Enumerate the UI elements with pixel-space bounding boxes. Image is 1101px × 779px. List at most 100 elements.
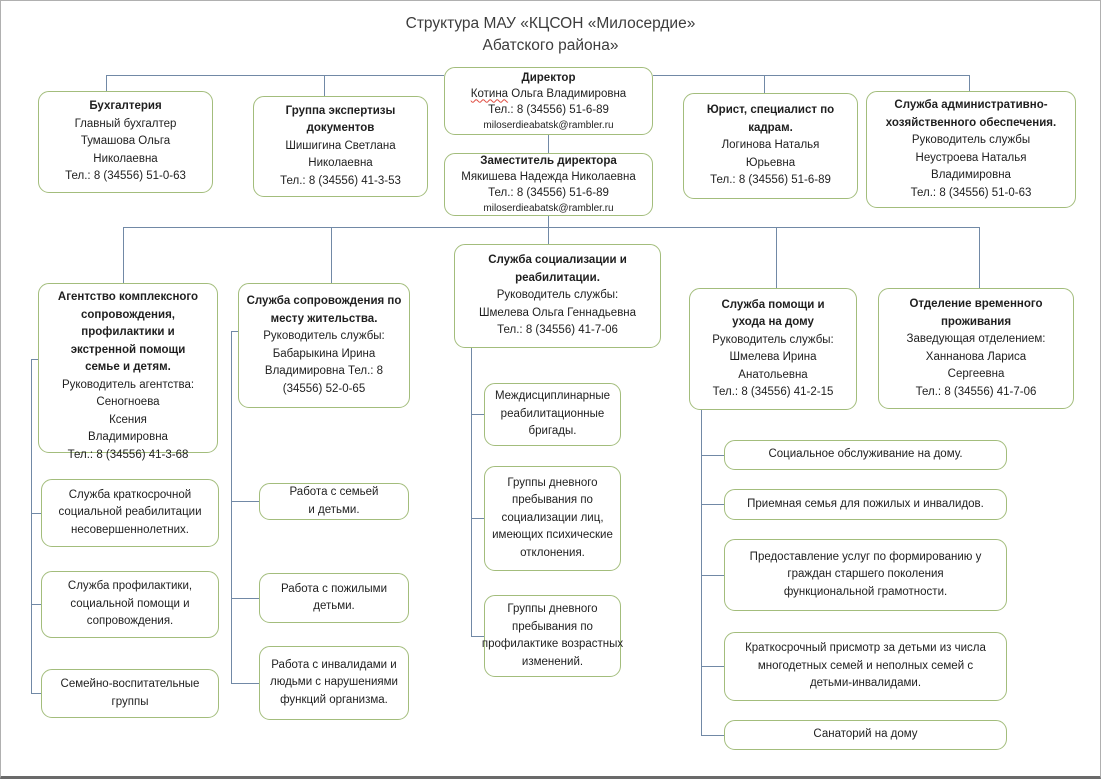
connector: [123, 227, 979, 228]
director-email: miloserdieabatsk@rambler.ru: [483, 119, 614, 131]
connector: [31, 693, 41, 694]
node-body: Предоставление услуг по формированию у г…: [749, 550, 982, 598]
connector: [31, 513, 41, 514]
connector: [331, 227, 332, 283]
node-functional-literacy: Предоставление услуг по формированию у г…: [724, 539, 1007, 611]
connector: [653, 75, 969, 76]
node-rehab-brigades: Междисциплинарные реабилитационные брига…: [484, 383, 621, 446]
connector: [548, 216, 549, 227]
node-body: Работа с пожилыми детьми.: [280, 582, 387, 613]
node-short-childcare: Краткосрочный присмотр за детьми из числ…: [724, 632, 1007, 701]
node-body: Руководитель службы Неустроева Наталья В…: [910, 134, 1032, 199]
node-lawyer-hr: Юрист, специалист по кадрам. Логинова На…: [683, 93, 858, 199]
connector: [764, 75, 765, 93]
node-body: Группы дневного пребывания по профилакти…: [481, 603, 624, 668]
node-title: Служба социализации и реабилитации.: [488, 254, 627, 284]
node-day-groups-socialization: Группы дневного пребывания по социализац…: [484, 466, 621, 571]
node-work-disabled: Работа с инвалидами и людьми с нарушения…: [259, 646, 409, 720]
node-work-elderly: Работа с пожилыми детьми.: [259, 573, 409, 623]
node-home-social-service: Социальное обслуживание на дому.: [724, 440, 1007, 470]
node-body: Междисциплинарные реабилитационные брига…: [494, 390, 611, 438]
node-prevention-service: Служба профилактики, социальной помощи и…: [41, 571, 219, 638]
connector: [123, 227, 124, 283]
node-title: Директор: [521, 71, 576, 84]
connector: [701, 666, 724, 667]
node-body: Работа с семьей и детьми.: [289, 486, 379, 516]
node-title: Служба сопровождения по месту жительства…: [246, 295, 402, 325]
chart-title: Структура МАУ «КЦСОН «Милосердие» Абатск…: [1, 13, 1100, 57]
connector: [231, 331, 238, 332]
chart-title-line1: Структура МАУ «КЦСОН «Милосердие»: [405, 15, 696, 32]
connector: [701, 504, 724, 505]
connector: [106, 75, 444, 76]
node-body: Приемная семья для пожилых и инвалидов.: [747, 497, 984, 510]
connector: [231, 331, 232, 683]
connector: [979, 227, 980, 288]
node-body: Служба профилактики, социальной помощи и…: [67, 580, 193, 628]
node-body: Семейно-воспитательные группы: [60, 678, 200, 708]
node-body: Логинова Наталья Юрьевна Тел.: 8 (34556)…: [710, 139, 831, 187]
node-title: Служба административно- хозяйственного о…: [885, 99, 1057, 129]
connector: [701, 410, 702, 735]
spellcheck-marked-word: Котина: [470, 87, 509, 100]
connector: [31, 359, 38, 360]
node-socialization-service: Служба социализации и реабилитации. Руко…: [454, 244, 661, 348]
connector: [701, 455, 724, 456]
node-body: Руководитель службы: Бабарыкина Ирина Вл…: [263, 330, 385, 395]
node-short-term-rehab: Служба краткосрочной социальной реабилит…: [41, 479, 219, 547]
node-body: Краткосрочный присмотр за детьми из числ…: [745, 642, 986, 690]
node-body: Руководитель агентства: Сеногноева Ксени…: [61, 378, 195, 461]
connector: [471, 414, 484, 415]
node-title: Заместитель директора: [480, 155, 617, 167]
connector: [231, 683, 259, 684]
connector: [471, 636, 484, 637]
node-body: Шишигина Светлана Николаевна Тел.: 8 (34…: [280, 139, 401, 187]
node-body: Руководитель службы: Шмелева Ирина Анато…: [712, 333, 834, 399]
node-body: Руководитель службы: Шмелева Ольга Генна…: [478, 289, 637, 337]
director-phone: Тел.: 8 (34556) 51-6-89: [488, 103, 609, 116]
connector: [701, 735, 724, 736]
node-foster-family: Приемная семья для пожилых и инвалидов.: [724, 489, 1007, 520]
node-deputy-director: Заместитель директора Мякишева Надежда Н…: [444, 153, 653, 216]
director-name-rest: Ольга Владимировна: [511, 87, 627, 100]
connector: [701, 575, 724, 576]
node-title: Агентство комплексного сопровождения, пр…: [57, 291, 199, 373]
node-body: Заведующая отделением: Ханнанова Лариса …: [906, 333, 1046, 398]
node-title: Юрист, специалист по кадрам.: [706, 104, 835, 134]
node-title: Группа экспертизы документов: [285, 104, 396, 135]
node-document-expertise: Группа экспертизы документов Шишигина Св…: [253, 96, 428, 197]
node-title: Отделение временного проживания: [909, 298, 1043, 328]
node-body: Мякишева Надежда Николаевна Тел.: 8 (345…: [461, 171, 636, 199]
node-home-sanatorium: Санаторий на дому: [724, 720, 1007, 750]
node-agency: Агентство комплексного сопровождения, пр…: [38, 283, 218, 461]
connector: [324, 75, 325, 96]
node-body: Работа с инвалидами и людьми с нарушения…: [270, 658, 398, 706]
node-temporary-stay: Отделение временного проживания Заведующ…: [878, 288, 1074, 409]
connector: [471, 518, 484, 519]
node-admin-service: Служба административно- хозяйственного о…: [866, 91, 1076, 208]
node-work-family: Работа с семьей и детьми.: [259, 483, 409, 520]
node-body: Группы дневного пребывания по социализац…: [492, 476, 613, 559]
node-family-groups: Семейно-воспитательные группы: [41, 669, 219, 718]
node-title: Бухгалтерия: [89, 100, 162, 113]
deputy-email: miloserdieabatsk@rambler.ru: [483, 203, 614, 214]
node-residence-support: Служба сопровождения по месту жительства…: [238, 283, 410, 408]
chart-title-line2: Абатского района»: [482, 37, 619, 54]
node-body: Санаторий на дому: [813, 728, 918, 741]
connector: [31, 359, 32, 693]
node-accounting: Бухгалтерия Главный бухгалтер Тумашова О…: [38, 91, 213, 193]
connector: [548, 135, 549, 153]
node-title: Служба помощи и ухода на дому: [721, 298, 825, 329]
node-director: Директор Котина Ольга Владимировна Тел.:…: [444, 67, 653, 135]
connector: [548, 227, 549, 244]
connector: [31, 604, 41, 605]
node-day-groups-age: Группы дневного пребывания по профилакти…: [481, 595, 624, 677]
node-body: Служба краткосрочной социальной реабилит…: [58, 488, 202, 536]
director-name: Котина Ольга Владимировна: [471, 86, 626, 102]
node-body: Социальное обслуживание на дому.: [768, 448, 963, 461]
connector: [106, 75, 107, 91]
connector: [231, 598, 259, 599]
connector: [969, 75, 970, 91]
node-body: Главный бухгалтер Тумашова Ольга Николае…: [65, 117, 186, 183]
